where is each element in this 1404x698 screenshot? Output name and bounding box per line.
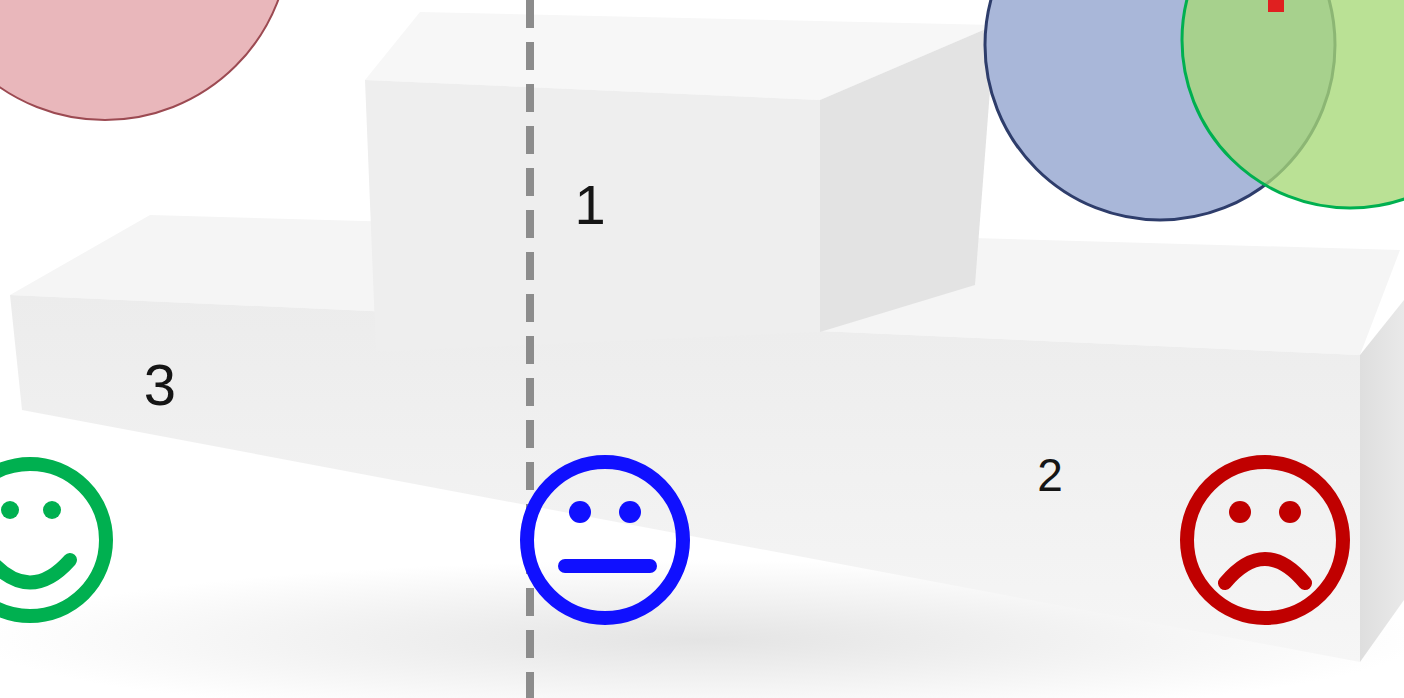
lower-front-face	[10, 295, 1360, 662]
red-mark	[1268, 0, 1284, 12]
place-number: 3	[144, 356, 176, 414]
pink-circle	[0, 0, 290, 120]
place-number: 1	[574, 177, 605, 233]
dashed-divider	[526, 0, 534, 698]
top-block-front-face	[365, 80, 820, 352]
podium-step: 2	[1025, 440, 1075, 510]
neutral-face	[527, 462, 683, 618]
happy-face	[0, 464, 106, 616]
place-number: 2	[1037, 452, 1063, 498]
podium-step: 1	[560, 165, 620, 245]
lower-side-face	[1360, 300, 1404, 662]
sad-face	[1187, 462, 1343, 618]
top-block-side-face	[820, 25, 995, 332]
green-circle	[1182, 0, 1404, 208]
podium-step: 3	[130, 345, 190, 425]
